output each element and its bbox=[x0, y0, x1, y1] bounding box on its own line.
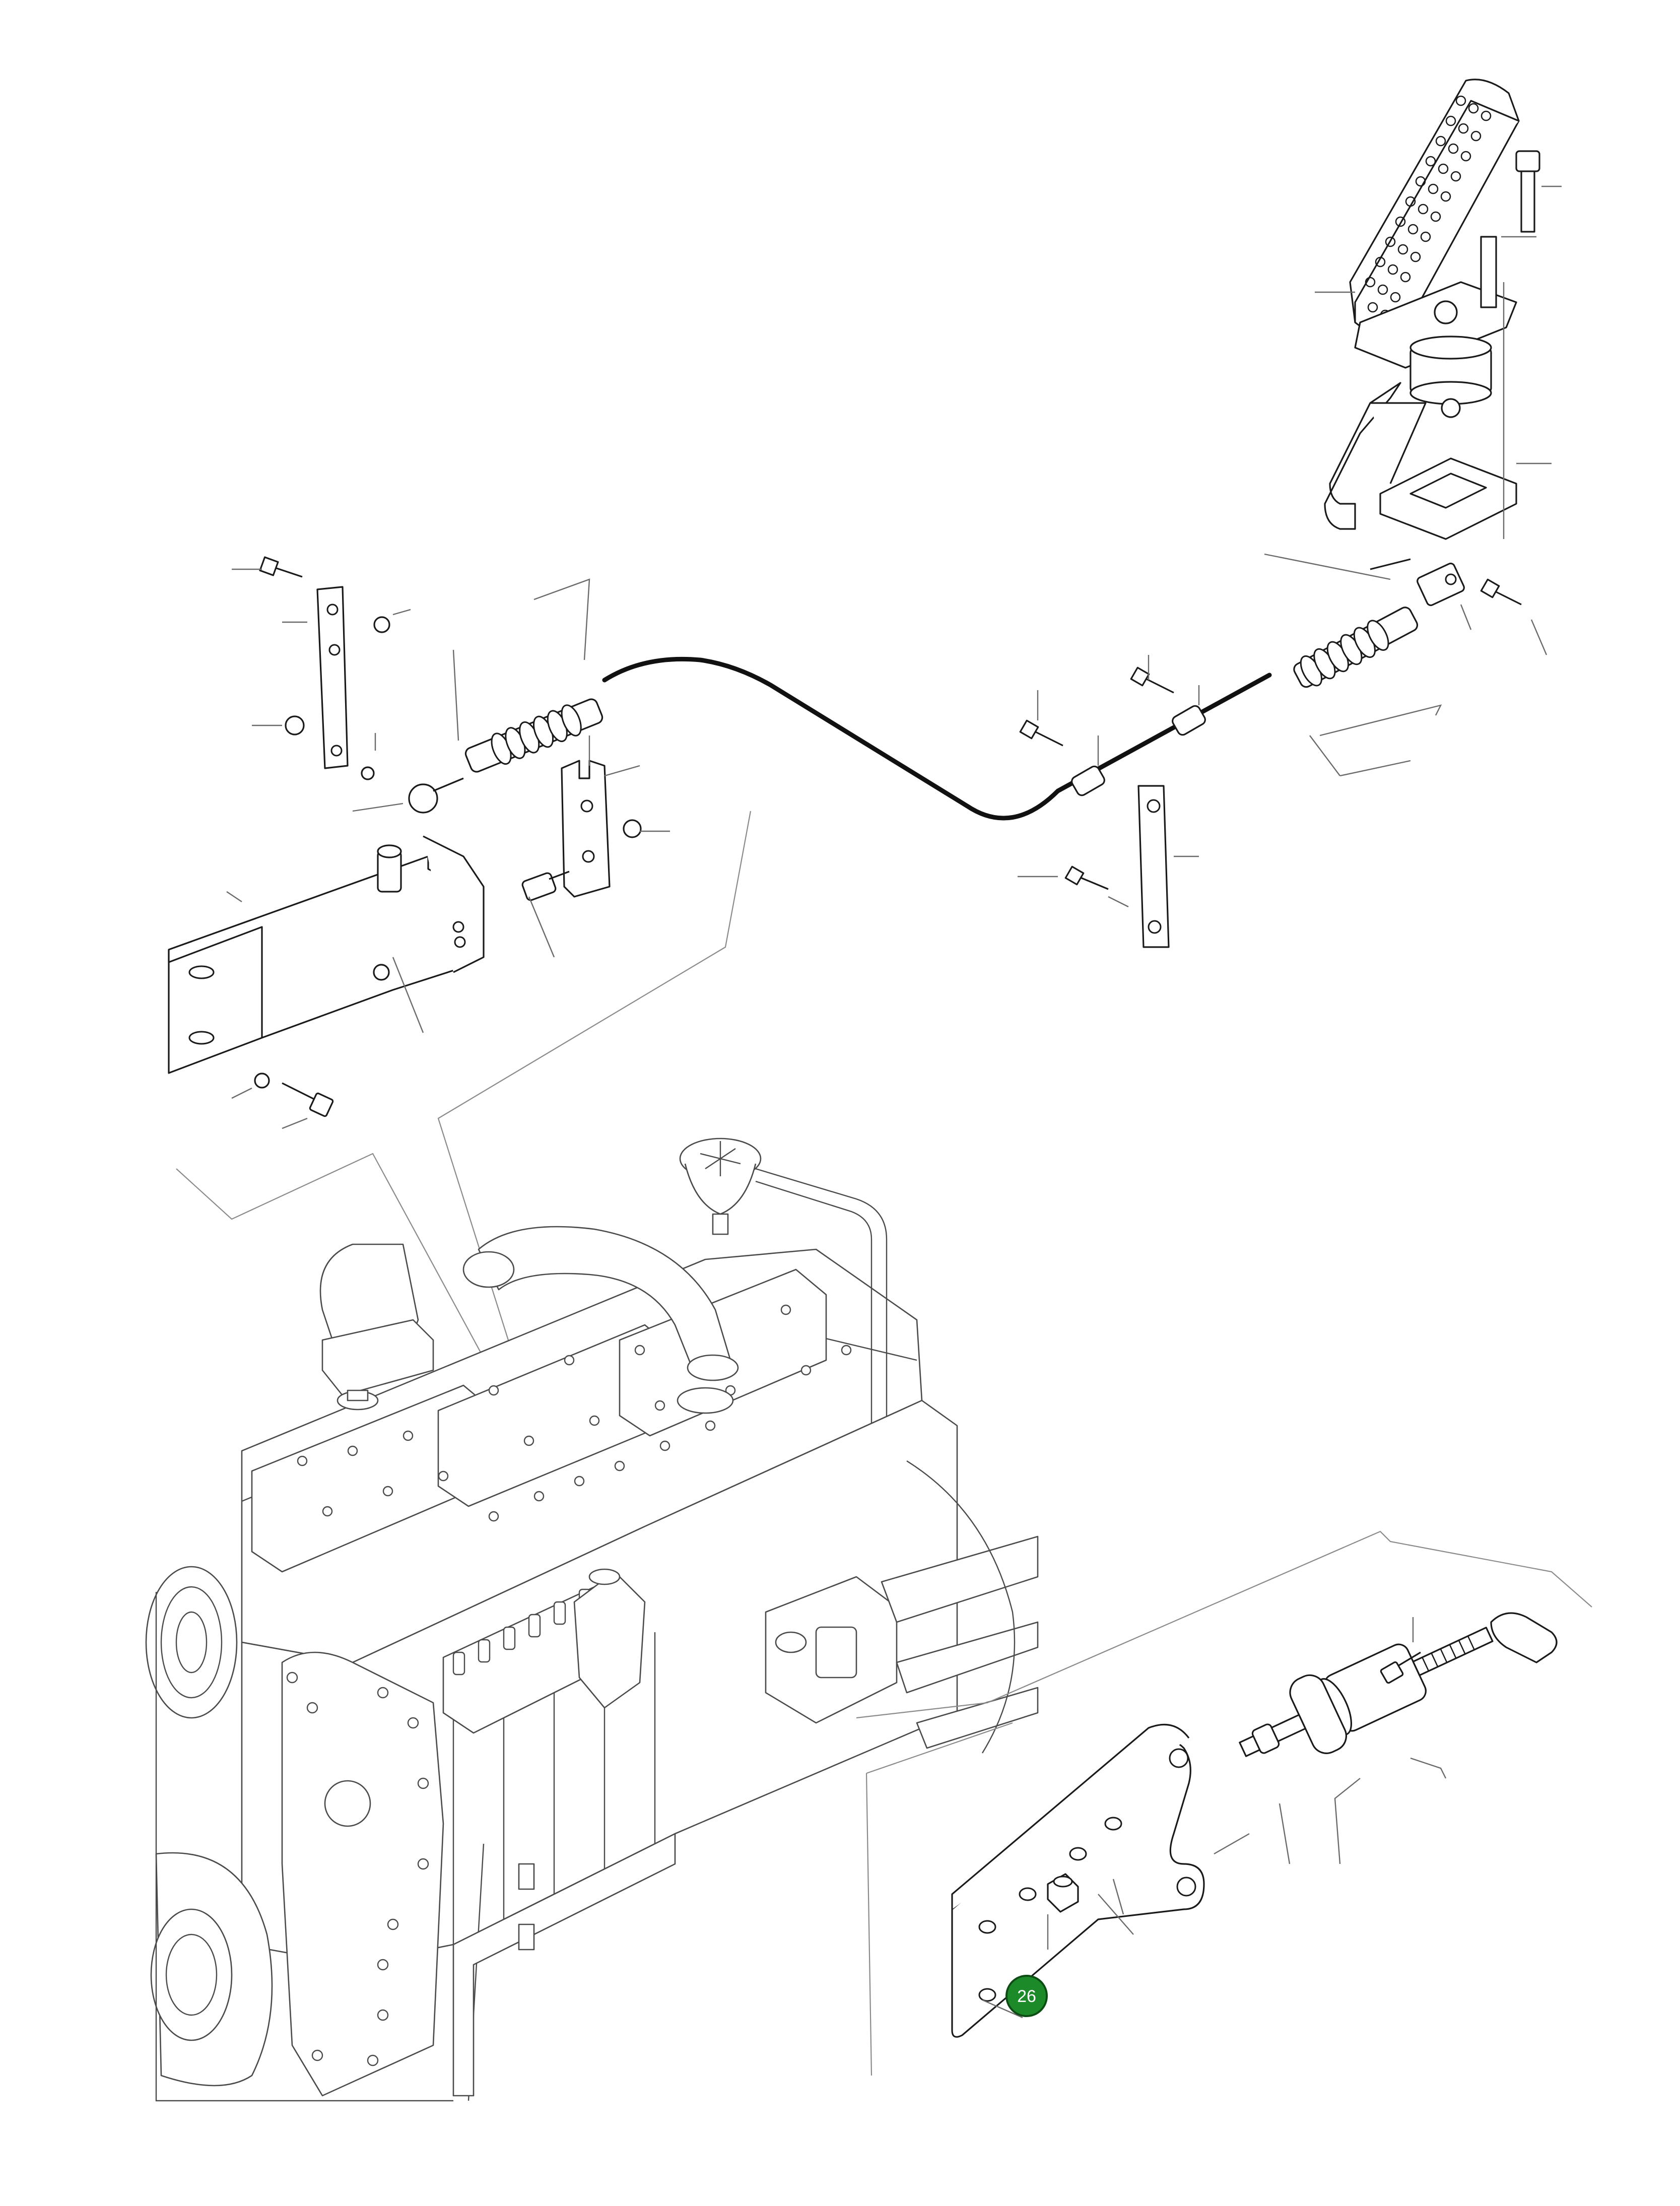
throttle-cable bbox=[602, 656, 1272, 821]
actuator-bracket-assembly bbox=[856, 1530, 1592, 2076]
engine-block bbox=[145, 1138, 1039, 2102]
cable-left-end-fittings bbox=[168, 556, 752, 1572]
callout-label: 26 bbox=[1017, 1987, 1036, 2006]
accelerator-pedal-assembly bbox=[1315, 79, 1562, 540]
callout-badge-26[interactable]: 26 bbox=[1005, 1975, 1048, 2017]
cable-clamps bbox=[1018, 655, 1206, 948]
cable-right-end-fittings bbox=[1264, 553, 1548, 777]
